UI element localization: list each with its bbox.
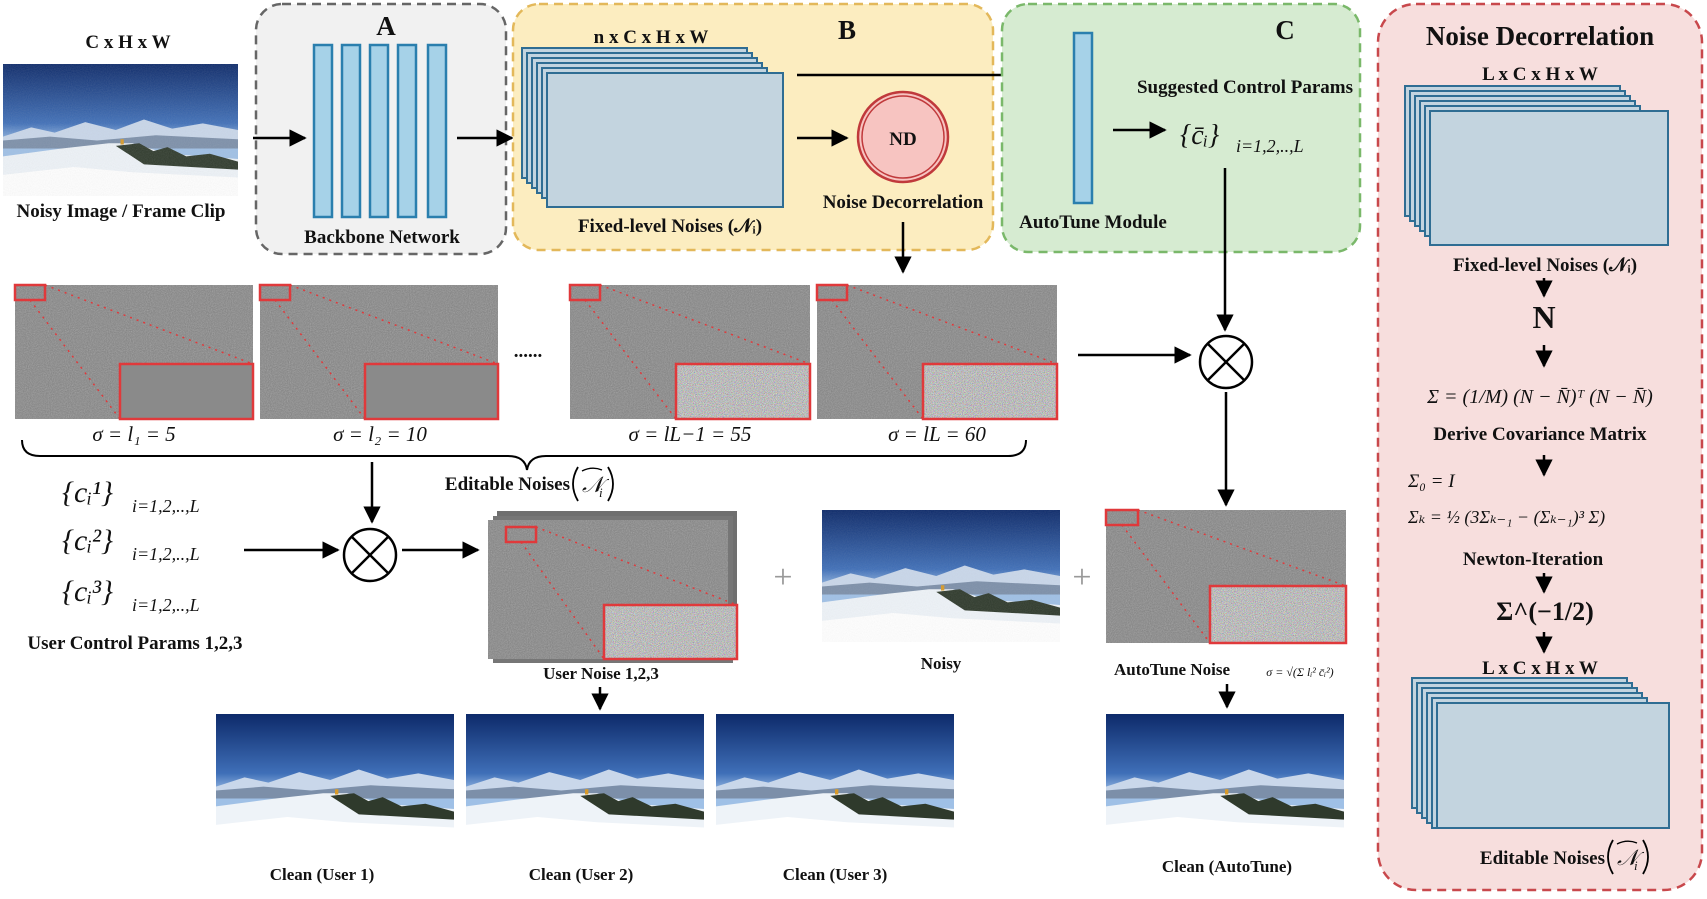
panel-cov-formula: Σ = (1/M) (N − N̄)ᵀ (N − N̄) bbox=[1426, 386, 1653, 408]
input-dims: C x H x W bbox=[85, 32, 170, 53]
clean-user-2-image bbox=[466, 714, 704, 846]
editable-symbol: 𝒩 i bbox=[572, 466, 614, 502]
noisy-caption: Noisy bbox=[921, 654, 962, 673]
svg-text:i: i bbox=[599, 485, 603, 500]
autotune-bar bbox=[1072, 31, 1094, 205]
sigma-lL: σ = lL = 60 bbox=[888, 422, 986, 446]
nd-caption: Noise Decorrelation bbox=[823, 192, 984, 213]
autotune-multiply bbox=[1198, 334, 1254, 390]
panel-iterk: Σₖ = ½ (3Σₖ₋₁ − (Σₖ₋₁)³ Σ) bbox=[1407, 507, 1605, 528]
input-noise-overlay bbox=[3, 64, 238, 196]
user-params-caption: User Control Params 1,2,3 bbox=[27, 633, 242, 654]
panel-newton-caption: Newton-Iteration bbox=[1463, 549, 1604, 570]
editable-brace bbox=[21, 439, 1027, 471]
svg-text:𝒩: 𝒩 bbox=[582, 472, 610, 497]
user-params-2: {cᵢ²} bbox=[62, 524, 113, 557]
sigma-lL-1: σ = lL−1 = 55 bbox=[629, 422, 752, 446]
clean-user-1-image bbox=[216, 714, 454, 846]
backbone-bars bbox=[312, 43, 448, 219]
editable-noise-1 bbox=[13, 283, 255, 421]
panel-fixed-stack bbox=[1404, 85, 1669, 246]
clean-autotune-image bbox=[1106, 714, 1344, 846]
noisy-center-overlay bbox=[822, 510, 1060, 642]
fixed-noise-stack bbox=[521, 47, 784, 208]
suggested-params-sub: i=1,2,..,L bbox=[1236, 136, 1304, 156]
panel-dims-top: L x C x H x W bbox=[1482, 64, 1598, 85]
user-params-3: {cᵢ³} bbox=[62, 575, 113, 608]
user-params-1-sub: i=1,2,..,L bbox=[132, 496, 200, 516]
suggested-label: Suggested Control Params bbox=[1137, 77, 1353, 98]
panel-fixed-caption: Fixed-level Noises (𝒩ᵢ) bbox=[1453, 255, 1637, 276]
panel-editable-caption: Editable Noises bbox=[1480, 848, 1605, 869]
suggested-params: {c̄ᵢ} bbox=[1180, 120, 1219, 151]
module-b-dims: n x C x H x W bbox=[594, 27, 709, 48]
panel-title: Noise Decorrelation bbox=[1426, 21, 1654, 51]
clean-autotune-caption: Clean (AutoTune) bbox=[1162, 857, 1292, 876]
autotune-caption: AutoTune Module bbox=[1019, 212, 1167, 233]
editable-noise-4 bbox=[815, 283, 1059, 421]
clean-user-2-caption: Clean (User 2) bbox=[529, 865, 634, 884]
fixed-noise-caption: Fixed-level Noises (𝒩ᵢ) bbox=[578, 216, 762, 237]
panel-cov-caption: Derive Covariance Matrix bbox=[1433, 424, 1647, 445]
editable-noise-3 bbox=[568, 283, 812, 421]
nd-label: ND bbox=[889, 129, 916, 150]
autotune-noise-caption: AutoTune Noise bbox=[1114, 660, 1230, 679]
module-c-letter: C bbox=[1275, 15, 1295, 45]
editable-noise-2 bbox=[258, 283, 500, 421]
clean-user-3-caption: Clean (User 3) bbox=[783, 865, 888, 884]
user-noise-stack bbox=[488, 511, 739, 663]
module-a-letter: A bbox=[376, 11, 396, 41]
user-noise-caption: User Noise 1,2,3 bbox=[543, 664, 659, 683]
nd-node: ND bbox=[856, 90, 950, 184]
svg-text:i: i bbox=[1634, 858, 1638, 873]
input-caption: Noisy Image / Frame Clip bbox=[17, 201, 226, 222]
autotune-noise bbox=[1104, 508, 1348, 645]
backbone-caption: Backbone Network bbox=[304, 227, 460, 248]
panel-N: N bbox=[1532, 299, 1555, 335]
ellipsis: ...... bbox=[514, 341, 543, 362]
user-params-2-sub: i=1,2,..,L bbox=[132, 544, 200, 564]
plus-sign-1: + bbox=[773, 559, 792, 596]
panel-result: Σ^(−1/2) bbox=[1496, 597, 1593, 626]
autotune-sigma-formula: σ = √(Σ lᵢ² c̄ᵢ²) bbox=[1266, 665, 1333, 679]
sigma-l1: σ = l₁ = 5 bbox=[92, 422, 175, 446]
panel-dims-bottom: L x C x H x W bbox=[1482, 658, 1598, 679]
user-params-3-sub: i=1,2,..,L bbox=[132, 595, 200, 615]
clean-user-3-image bbox=[716, 714, 954, 846]
panel-iter0: Σ₀ = I bbox=[1407, 471, 1456, 492]
plus-sign-2: + bbox=[1072, 559, 1091, 596]
editable-caption: Editable Noises bbox=[445, 474, 570, 495]
panel-editable-stack bbox=[1411, 677, 1670, 829]
user-multiply bbox=[342, 527, 398, 583]
user-params-1: {cᵢ¹} bbox=[62, 476, 113, 509]
sigma-l2: σ = l₂ = 10 bbox=[333, 422, 427, 446]
module-b-letter: B bbox=[838, 15, 856, 45]
clean-user-1-caption: Clean (User 1) bbox=[270, 865, 375, 884]
